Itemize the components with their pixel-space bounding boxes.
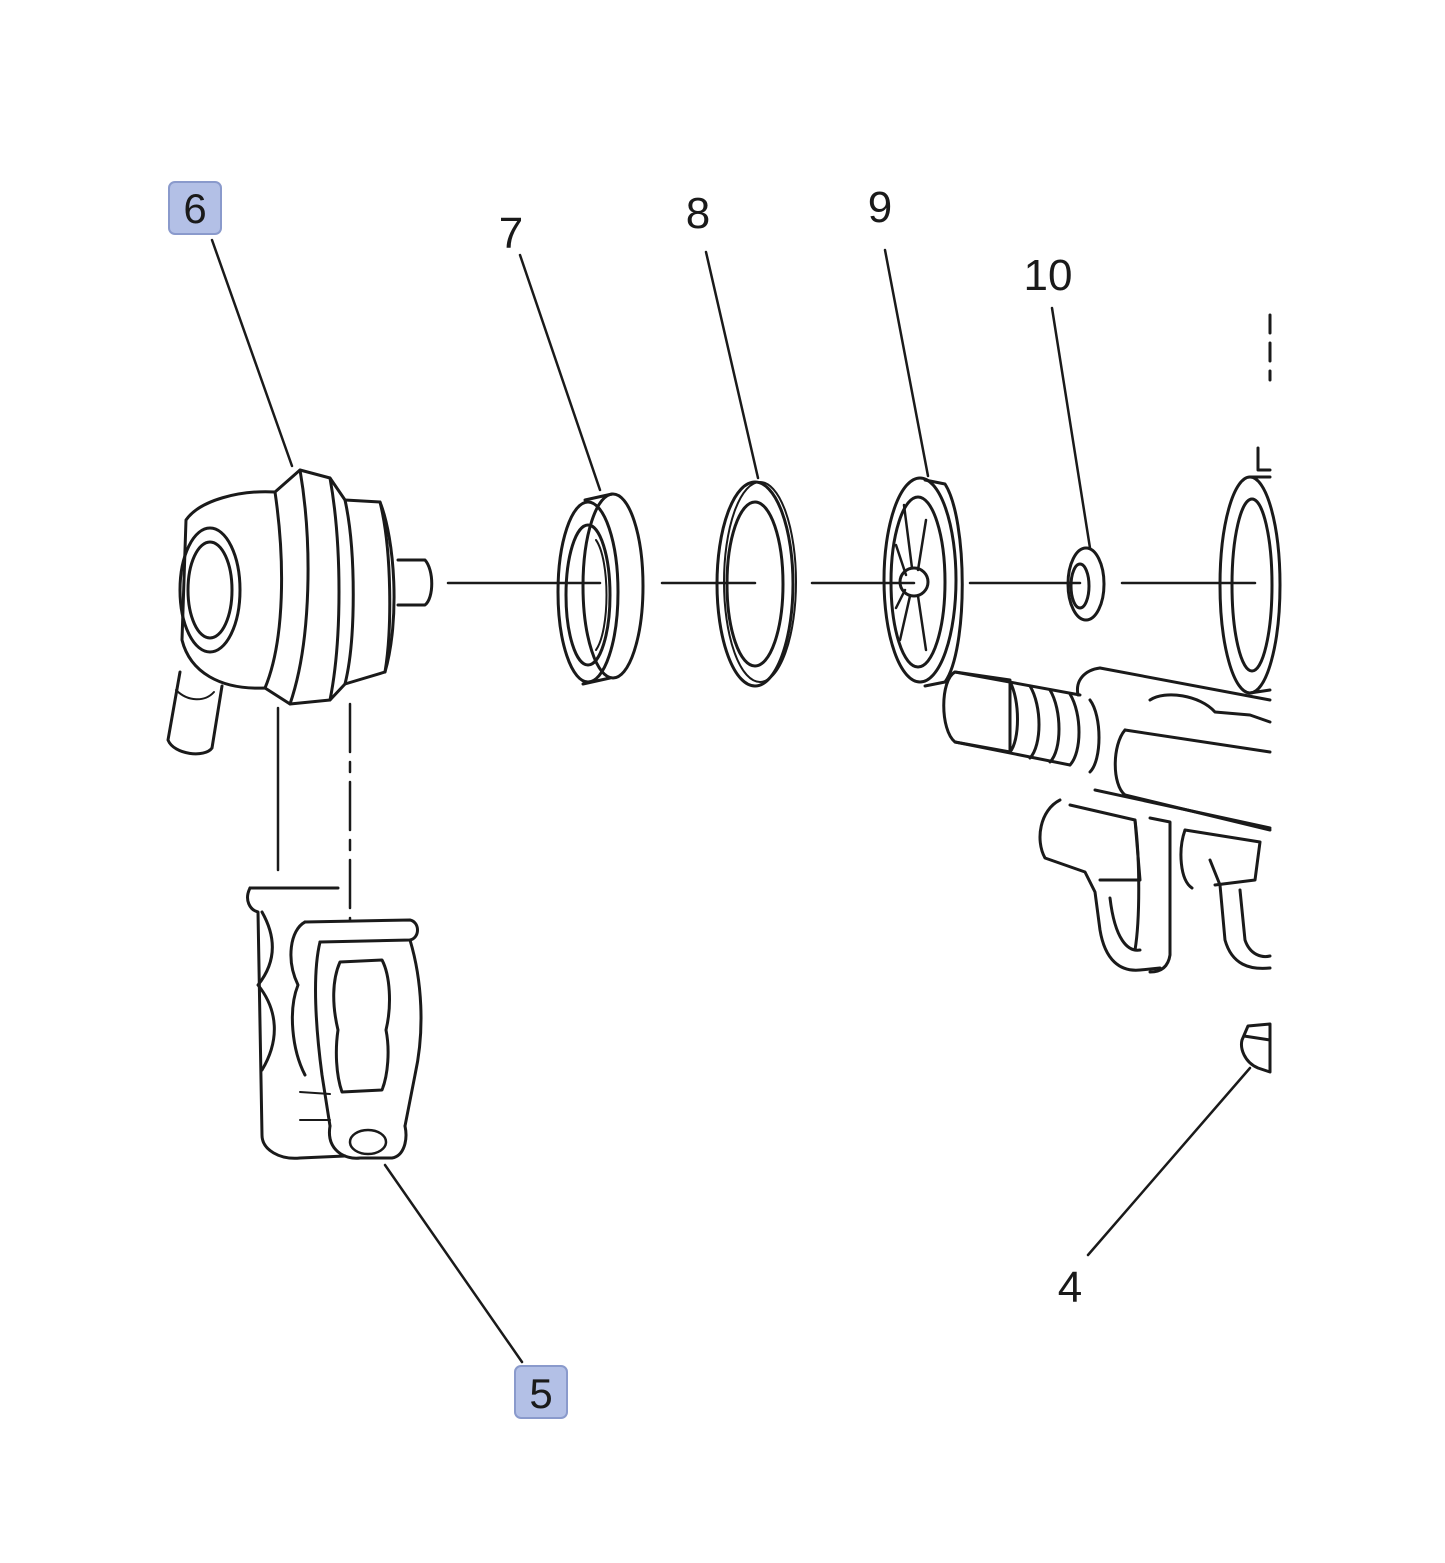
leader-10 — [1050, 306, 1092, 550]
callout-5: 5 — [514, 1365, 568, 1419]
callout-10-text: 10 — [1024, 251, 1073, 300]
alignment-lines-6-5 — [276, 702, 352, 922]
callout-7-text: 7 — [499, 209, 523, 258]
leader-8 — [704, 250, 760, 480]
callout-4-text: 4 — [1058, 1263, 1082, 1312]
leader-5 — [383, 1163, 524, 1364]
leader-6 — [210, 238, 294, 468]
callout-8-text: 8 — [686, 189, 710, 238]
leader-9 — [883, 248, 930, 478]
callout-9-text: 9 — [868, 183, 892, 232]
leader-4 — [1086, 1066, 1252, 1257]
part-5-clip — [246, 886, 423, 1160]
leader-7 — [518, 253, 602, 492]
part-7-ring — [556, 492, 645, 686]
fuel-rail-assembly — [942, 313, 1282, 1074]
callout-6: 6 — [168, 181, 222, 235]
leader-lines — [210, 238, 1252, 1364]
callout-5-text: 5 — [529, 1370, 552, 1417]
callout-6-text: 6 — [183, 185, 206, 232]
part-6-regulator — [166, 468, 434, 756]
